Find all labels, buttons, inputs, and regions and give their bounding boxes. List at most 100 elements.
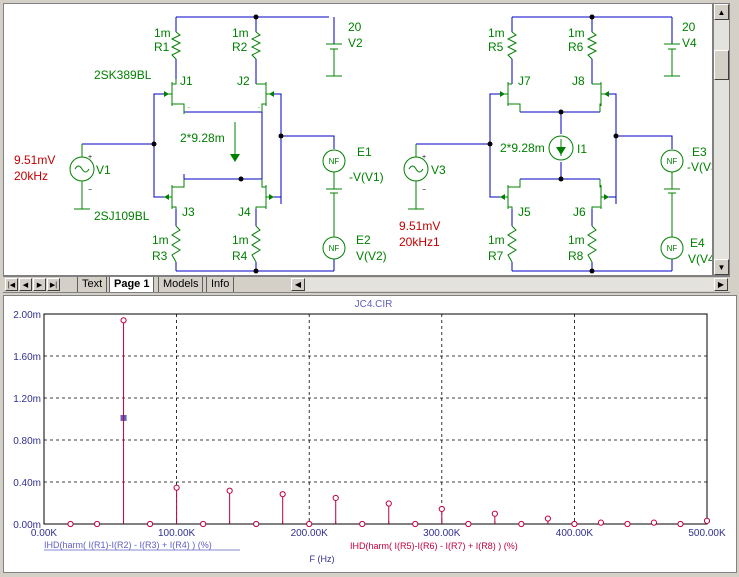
harmonic-point — [597, 519, 605, 526]
j3-label: J3 — [182, 205, 195, 219]
tab-text[interactable]: Text — [77, 277, 108, 292]
r6-value: 1m — [568, 26, 585, 40]
v2-value: 20 — [348, 20, 362, 34]
tab-page-1[interactable]: Page 1 — [109, 277, 155, 292]
v1-amplitude: 9.51mV — [14, 153, 55, 167]
tab-models[interactable]: Models — [158, 277, 204, 292]
first-page-icon[interactable]: |◀ — [5, 278, 18, 291]
r7-value: 1m — [488, 233, 505, 247]
harmonic-point — [544, 515, 551, 522]
harmonic-point — [465, 520, 472, 528]
r2-name: R2 — [232, 40, 248, 54]
r7-name: R7 — [488, 249, 504, 263]
harmonic-point — [146, 520, 154, 528]
x-tick-label: 400.00K — [556, 528, 594, 539]
y-tick-label: 1.20m — [13, 394, 41, 405]
prev-page-icon[interactable]: ◀ — [19, 278, 32, 291]
x-tick-label: 300.00K — [423, 528, 461, 539]
e4-name: E4 — [690, 236, 705, 250]
x-tick-label: 200.00K — [291, 528, 329, 539]
scroll-up-button[interactable]: ▲ — [714, 4, 729, 20]
svg-text:+: + — [88, 154, 92, 161]
v1-frequency: 20kHz — [14, 169, 48, 183]
y-tick-label: 0.00m — [13, 520, 41, 531]
r8-name: R8 — [568, 249, 584, 263]
y-tick-label: 0.80m — [13, 436, 41, 447]
y-tick-label: 2.00m — [13, 310, 41, 321]
harmonic-point — [438, 505, 445, 513]
j1-label: J1 — [180, 74, 193, 88]
legend-entry: IHD(harm( I(R1)-I(R2) - I(R3) + I(R4) ) … — [44, 540, 212, 550]
x-axis-label: F (Hz) — [310, 554, 335, 564]
schematic-horizontal-scrollbar[interactable]: ◀ ▶ — [291, 278, 728, 291]
j3-model: 2SJ109BL — [94, 209, 150, 223]
scroll-left-button[interactable]: ◀ — [291, 278, 305, 291]
harmonic-point — [677, 520, 684, 528]
j1-model: 2SK389BL — [94, 68, 152, 82]
next-page-icon[interactable]: ▶ — [33, 278, 46, 291]
v4-value: 20 — [682, 20, 696, 34]
r3-name: R3 — [152, 249, 168, 263]
e2-expr: V(V2) — [356, 249, 387, 263]
y-tick-label: 0.40m — [13, 478, 41, 489]
page-tab-bar: |◀ ◀ ▶ ▶| Text Page 1 Models Info ◀ ▶ — [3, 276, 730, 293]
schematic-vertical-scrollbar[interactable]: ▲ ▼ — [713, 3, 730, 276]
e1-name: E1 — [357, 145, 372, 159]
harmonic-point — [518, 520, 525, 528]
r5-name: R5 — [488, 40, 504, 54]
harmonic-point — [67, 520, 74, 528]
e4-nf: NF — [667, 244, 678, 253]
x-tick-label: 100.00K — [158, 528, 196, 539]
scroll-thumb[interactable] — [714, 50, 729, 80]
j5-label: J5 — [518, 205, 531, 219]
harmonic-point — [93, 520, 101, 528]
tab-info[interactable]: Info — [206, 277, 235, 292]
left-current-label: 2*9.28m — [180, 131, 225, 145]
v3-name: V3 — [431, 163, 446, 177]
svg-text:+: + — [422, 154, 426, 161]
harmonic-point — [332, 494, 339, 502]
harmonic-point — [703, 517, 711, 524]
r3-value: 1m — [152, 233, 169, 247]
chart-title: JC4.CIR — [355, 299, 393, 310]
schematic-canvas[interactable]: 1m R1 1m R2 20 V2 2SK389BL J1 J2 2*9.28m… — [3, 3, 719, 276]
e3-nf: NF — [667, 157, 678, 166]
harmonic-point — [650, 519, 658, 526]
harmonic-point — [120, 317, 127, 324]
harmonic-point — [306, 520, 313, 528]
j6-label: J6 — [573, 205, 586, 219]
harmonic-point — [571, 520, 578, 528]
r2-value: 1m — [232, 26, 249, 40]
e3-expr: -V(V3 — [687, 160, 712, 174]
harmonic-point — [385, 500, 392, 507]
r1-value: 1m — [154, 26, 171, 40]
svg-text:.: . — [258, 103, 260, 110]
scroll-right-button[interactable]: ▶ — [714, 278, 728, 291]
harmonic-point — [253, 520, 260, 528]
last-page-icon[interactable]: ▶| — [47, 278, 60, 291]
harmonic-point — [173, 484, 180, 491]
legend-entry: IHD(harm( I(R5)-I(R6) - I(R7) + I(R8) ) … — [350, 541, 518, 551]
svg-text:.: . — [188, 103, 190, 110]
x-tick-label: 0.00K — [31, 528, 57, 539]
harmonic-point — [624, 520, 631, 528]
plot-frame — [43, 313, 708, 525]
e2-name: E2 — [356, 233, 371, 247]
harmonic-point — [491, 510, 498, 517]
scroll-down-button[interactable]: ▼ — [714, 259, 729, 275]
svg-text:−: − — [422, 187, 426, 194]
schematic-drawing: 1m R1 1m R2 20 V2 2SK389BL J1 J2 2*9.28m… — [14, 14, 719, 274]
j2-label: J2 — [237, 74, 250, 88]
r6-name: R6 — [568, 40, 584, 54]
e1-expr: -V(V1) — [349, 170, 384, 184]
r4-value: 1m — [232, 233, 249, 247]
harmonic-point — [279, 491, 286, 498]
e1-nf: NF — [329, 157, 340, 166]
i1-label: I1 — [577, 142, 587, 156]
r5-value: 1m — [488, 26, 505, 40]
e4-expr: V(V4) — [688, 252, 712, 266]
harmonic-point — [200, 520, 207, 528]
r8-value: 1m — [568, 233, 585, 247]
